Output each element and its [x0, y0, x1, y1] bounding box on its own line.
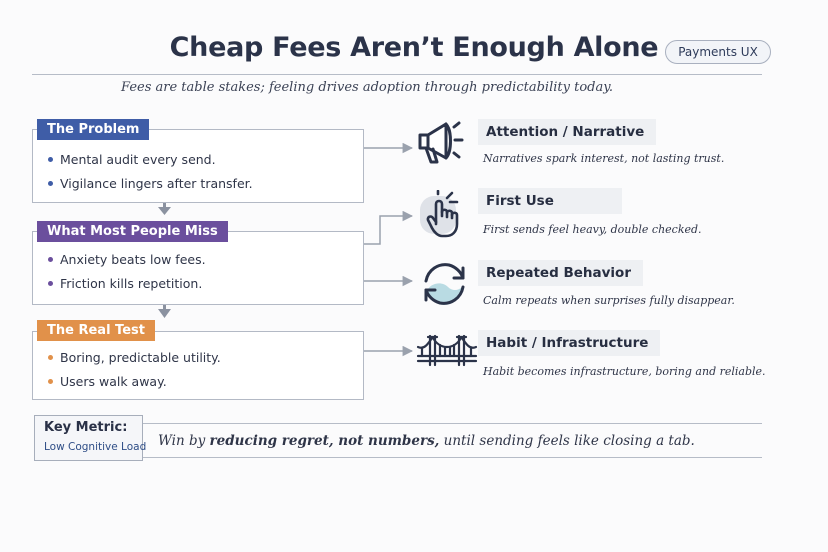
- problem-label: The Problem: [37, 119, 150, 140]
- down-arrow-1: [158, 207, 171, 215]
- footer-divider-top: [142, 423, 762, 424]
- header-divider: [32, 74, 762, 75]
- test-bullet-1: Boring, predictable utility.: [48, 350, 221, 365]
- stage-desc-attention: Narratives spark interest, not lasting t…: [483, 152, 725, 165]
- test-bullet-2: Users walk away.: [48, 374, 167, 389]
- key-metric-title: Key Metric:: [44, 420, 128, 435]
- miss-bullet-1: Anxiety beats low fees.: [48, 252, 206, 267]
- key-metric-value: Low Cognitive Load: [44, 441, 147, 453]
- stage-title-repeated: Repeated Behavior: [478, 260, 643, 286]
- takeaway-text: Win by reducing regret, not numbers, unt…: [158, 433, 695, 449]
- problem-panel: [32, 129, 364, 203]
- down-arrow-2: [158, 309, 171, 318]
- problem-bullet-2: Vigilance lingers after transfer.: [48, 176, 253, 191]
- miss-panel: [32, 231, 364, 305]
- footer-divider-bottom: [142, 457, 762, 458]
- test-label: The Real Test: [37, 320, 155, 341]
- stage-desc-habit: Habit becomes infrastructure, boring and…: [483, 365, 766, 378]
- miss-label: What Most People Miss: [37, 221, 228, 242]
- test-panel: [32, 331, 364, 400]
- tap-hand-icon: [420, 190, 459, 238]
- stage-title-attention: Attention / Narrative: [478, 119, 657, 145]
- miss-bullet-2: Friction kills repetition.: [48, 276, 202, 291]
- arrow-miss-to-firstuse: [362, 210, 414, 245]
- stage-desc-repeated: Calm repeats when surprises fully disapp…: [483, 294, 735, 307]
- problem-bullet-1: Mental audit every send.: [48, 152, 216, 167]
- key-metric-box: [34, 415, 143, 461]
- cycle-arrows-icon: [424, 263, 465, 305]
- page-title: Cheap Fees Aren’t Enough Alone: [169, 32, 659, 63]
- bridge-icon: [416, 334, 478, 367]
- stage-desc-first-use: First sends feel heavy, double checked.: [483, 223, 702, 236]
- subtitle: Fees are table stakes; feeling drives ad…: [121, 80, 613, 95]
- topic-tag: Payments UX: [665, 40, 771, 64]
- stage-title-habit: Habit / Infrastructure: [478, 330, 661, 356]
- megaphone-icon: [418, 121, 464, 164]
- stage-title-first-use: First Use: [478, 188, 622, 214]
- takeaway-emphasis: reducing regret, not numbers,: [209, 433, 440, 449]
